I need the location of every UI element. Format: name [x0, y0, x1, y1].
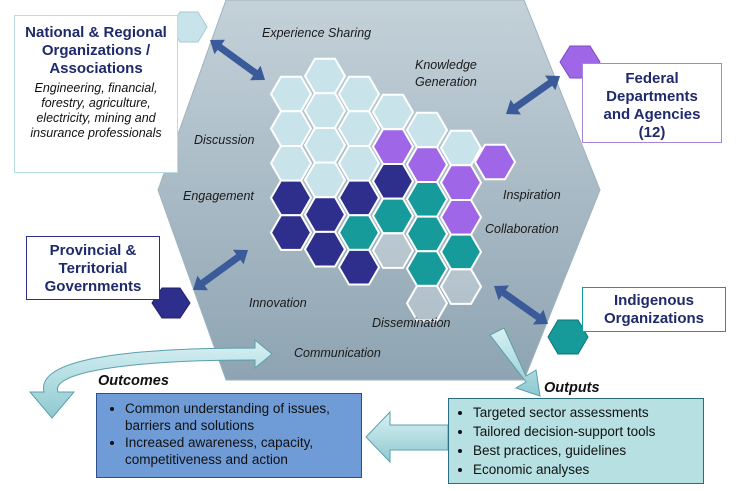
- federal-box: Federal Departments and Agencies (12): [582, 63, 722, 143]
- outputs-item-1: Tailored decision-support tools: [473, 422, 697, 441]
- cluster-hexagon: [405, 215, 449, 253]
- label-communication: Communication: [294, 346, 381, 360]
- cluster-hexagon: [405, 111, 449, 149]
- cluster-hexagon: [269, 75, 313, 113]
- cluster-hexagon: [337, 248, 381, 286]
- arrow-outputs-to-outcomes: [365, 410, 449, 464]
- national-title: National & Regional Organizations / Asso…: [25, 24, 167, 77]
- cluster-hexagon: [371, 128, 415, 165]
- cluster-hexagon: [269, 214, 313, 251]
- indigenous-box: Indigenous Organizations: [582, 287, 726, 332]
- cluster-hexagon: [439, 199, 483, 236]
- provincial-hex-icon: [151, 287, 191, 319]
- cluster-hexagon: [303, 230, 347, 268]
- cluster-hexagon: [405, 250, 449, 287]
- outcomes-box: Common understanding of issues, barriers…: [96, 393, 362, 478]
- outputs-item-0: Targeted sector assessments: [473, 403, 697, 422]
- cluster-hexagon: [439, 268, 483, 305]
- cluster-hexagon: [337, 214, 381, 251]
- outcomes-list: Common understanding of issues, barriers…: [105, 400, 353, 468]
- cluster-hexagon: [269, 110, 313, 147]
- outcomes-item-1: Increased awareness, capacity, competiti…: [125, 434, 353, 468]
- cluster-hexagon: [303, 196, 347, 233]
- cluster-hexagon: [337, 110, 381, 147]
- outcomes-heading: Outcomes: [98, 373, 169, 389]
- cluster-hexagon: [371, 232, 415, 269]
- arrow-to-outputs: [489, 327, 541, 397]
- hexagon-cluster: [269, 57, 517, 322]
- label-innovation: Innovation: [249, 296, 307, 310]
- cluster-hexagon: [303, 57, 347, 95]
- label-discussion: Discussion: [194, 133, 255, 147]
- provincial-title: Provincial & Territorial Governments: [44, 242, 142, 295]
- label-dissemination: Dissemination: [372, 316, 451, 330]
- cluster-hexagon: [337, 179, 381, 217]
- national-subtitle: Engineering, financial, forestry, agricu…: [30, 81, 162, 140]
- indigenous-title: Indigenous Organizations: [603, 292, 704, 327]
- cluster-hexagon: [371, 197, 415, 235]
- cluster-hexagon: [337, 145, 381, 182]
- double-arrow: [193, 249, 248, 291]
- outcomes-item-0: Common understanding of issues, barriers…: [125, 400, 353, 434]
- cluster-hexagon: [371, 163, 415, 200]
- cluster-hexagon: [405, 146, 449, 183]
- label-knowledge-line2: Generation: [415, 75, 477, 89]
- outputs-heading: Outputs: [544, 380, 600, 396]
- label-engagement: Engagement: [183, 189, 254, 203]
- cluster-hexagon: [269, 145, 313, 182]
- double-arrows: [193, 39, 560, 325]
- cluster-hexagon: [473, 143, 517, 181]
- cluster-hexagon: [439, 233, 483, 271]
- cluster-hexagon: [439, 164, 483, 201]
- outputs-box: Targeted sector assessments Tailored dec…: [448, 398, 704, 484]
- label-knowledge-line1: Knowledge: [415, 58, 477, 72]
- national-box: National & Regional Organizations / Asso…: [14, 15, 178, 173]
- outputs-item-2: Best practices, guidelines: [473, 441, 697, 460]
- cluster-hexagon: [303, 127, 347, 164]
- outputs-item-3: Economic analyses: [473, 460, 697, 479]
- label-collaboration: Collaboration: [485, 222, 559, 236]
- double-arrow: [210, 39, 265, 81]
- double-arrow: [494, 285, 548, 325]
- cluster-hexagon: [269, 179, 313, 217]
- label-experience-sharing: Experience Sharing: [262, 26, 372, 40]
- cluster-hexagon: [405, 181, 449, 218]
- provincial-box: Provincial & Territorial Governments: [26, 236, 160, 300]
- cluster-hexagon: [337, 75, 381, 113]
- outputs-list: Targeted sector assessments Tailored dec…: [455, 403, 697, 479]
- cluster-hexagon: [405, 284, 449, 322]
- cluster-hexagon: [303, 161, 347, 199]
- cluster-hexagon: [303, 92, 347, 129]
- cluster-hexagon: [371, 93, 415, 131]
- double-arrow: [506, 75, 560, 115]
- federal-title: Federal Departments and Agencies (12): [603, 70, 701, 141]
- curved-arrow-to-outcomes: [28, 338, 273, 419]
- indigenous-hex-icon: [547, 319, 589, 355]
- label-inspiration: Inspiration: [503, 188, 561, 202]
